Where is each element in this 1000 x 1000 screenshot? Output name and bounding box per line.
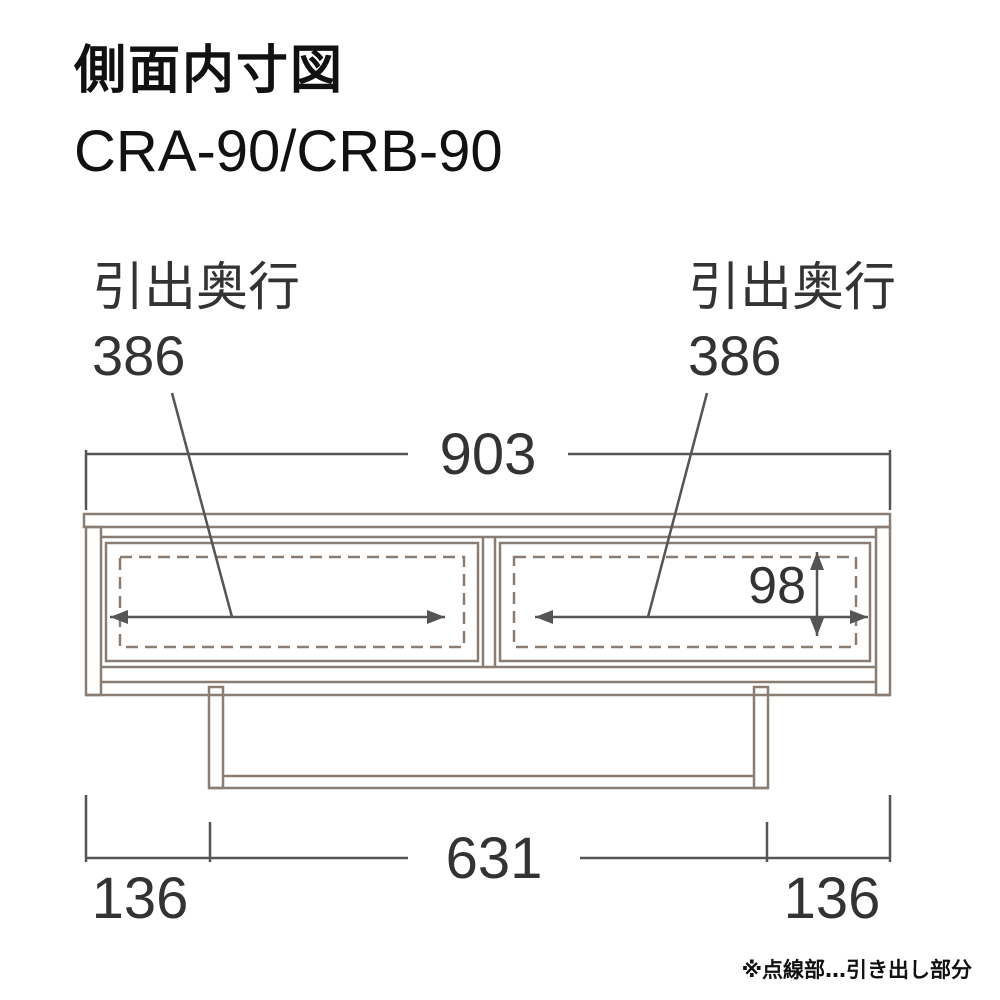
cabinet-outline: [82, 512, 892, 790]
bottom-dimensions: [84, 795, 892, 862]
drawer-depth-label-right: 引出奥行: [688, 258, 896, 318]
footnote: ※点線部…引き出し部分: [741, 958, 972, 982]
right-offset-value: 136: [784, 866, 881, 931]
drawer-height-value: 98: [748, 557, 806, 615]
drawer-dashed-outlines: [118, 555, 858, 649]
drawer-depth-value-left: 386: [92, 324, 185, 387]
drawer-depth-value-right: 386: [688, 324, 781, 387]
drawer-depth-label-left: 引出奥行: [92, 258, 300, 318]
overall-width-value: 903: [440, 422, 537, 487]
leader-lines: [170, 392, 709, 618]
diagram-title: 側面内寸図: [74, 41, 345, 101]
overall-width-dimension: [84, 450, 892, 510]
base-width-value: 631: [446, 826, 543, 891]
left-offset-value: 136: [92, 866, 189, 931]
model-number: CRA-90/CRB-90: [74, 119, 503, 184]
